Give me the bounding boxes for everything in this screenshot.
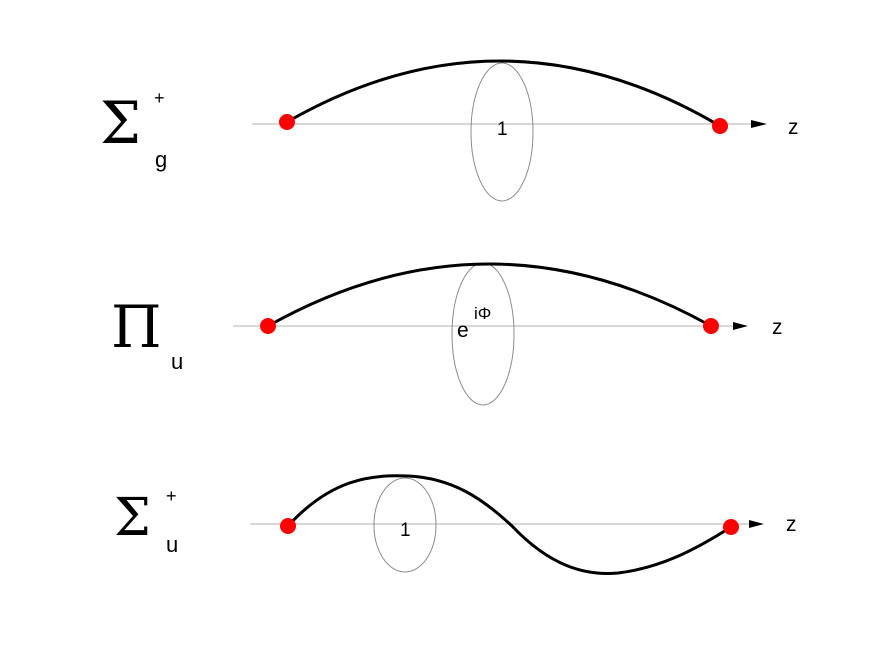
nucleus-right bbox=[712, 118, 728, 134]
wavefunction-curve bbox=[286, 59, 721, 128]
z-axis-arrow bbox=[749, 520, 764, 528]
nucleus-left bbox=[280, 518, 296, 534]
z-axis-label: z bbox=[788, 116, 799, 139]
wavefunction-curve bbox=[286, 474, 732, 575]
nucleus-left bbox=[260, 318, 276, 334]
phase-label: e bbox=[457, 319, 469, 342]
diagram-sigma-u: Σ + u z 1 bbox=[114, 474, 797, 575]
nucleus-right bbox=[723, 519, 739, 535]
term-symbol: Π bbox=[111, 293, 162, 361]
diagram-sigma-g: Σ + g z 1 bbox=[100, 59, 799, 202]
term-subscript: u bbox=[166, 532, 178, 557]
term-subscript: u bbox=[171, 349, 183, 374]
z-axis-arrow bbox=[733, 322, 748, 330]
phase-ellipse bbox=[373, 477, 437, 573]
phase-label: 1 bbox=[400, 520, 411, 541]
diagram-pi-u: Π u z e iΦ bbox=[111, 262, 783, 406]
term-symbol: Σ bbox=[114, 488, 151, 548]
nucleus-left bbox=[279, 114, 295, 130]
term-superscript: + bbox=[166, 486, 177, 506]
term-superscript: + bbox=[154, 88, 165, 108]
term-subscript: g bbox=[155, 147, 167, 172]
phase-ellipse bbox=[470, 62, 534, 202]
phase-label-exponent: iΦ bbox=[474, 304, 491, 323]
nucleus-right bbox=[703, 318, 719, 334]
wavefunction-curve bbox=[267, 262, 712, 328]
phase-label: 1 bbox=[497, 119, 508, 140]
z-axis-label: z bbox=[786, 513, 797, 536]
z-axis-arrow bbox=[751, 120, 767, 128]
term-symbol: Σ bbox=[100, 89, 141, 157]
z-axis-label: z bbox=[772, 316, 783, 339]
